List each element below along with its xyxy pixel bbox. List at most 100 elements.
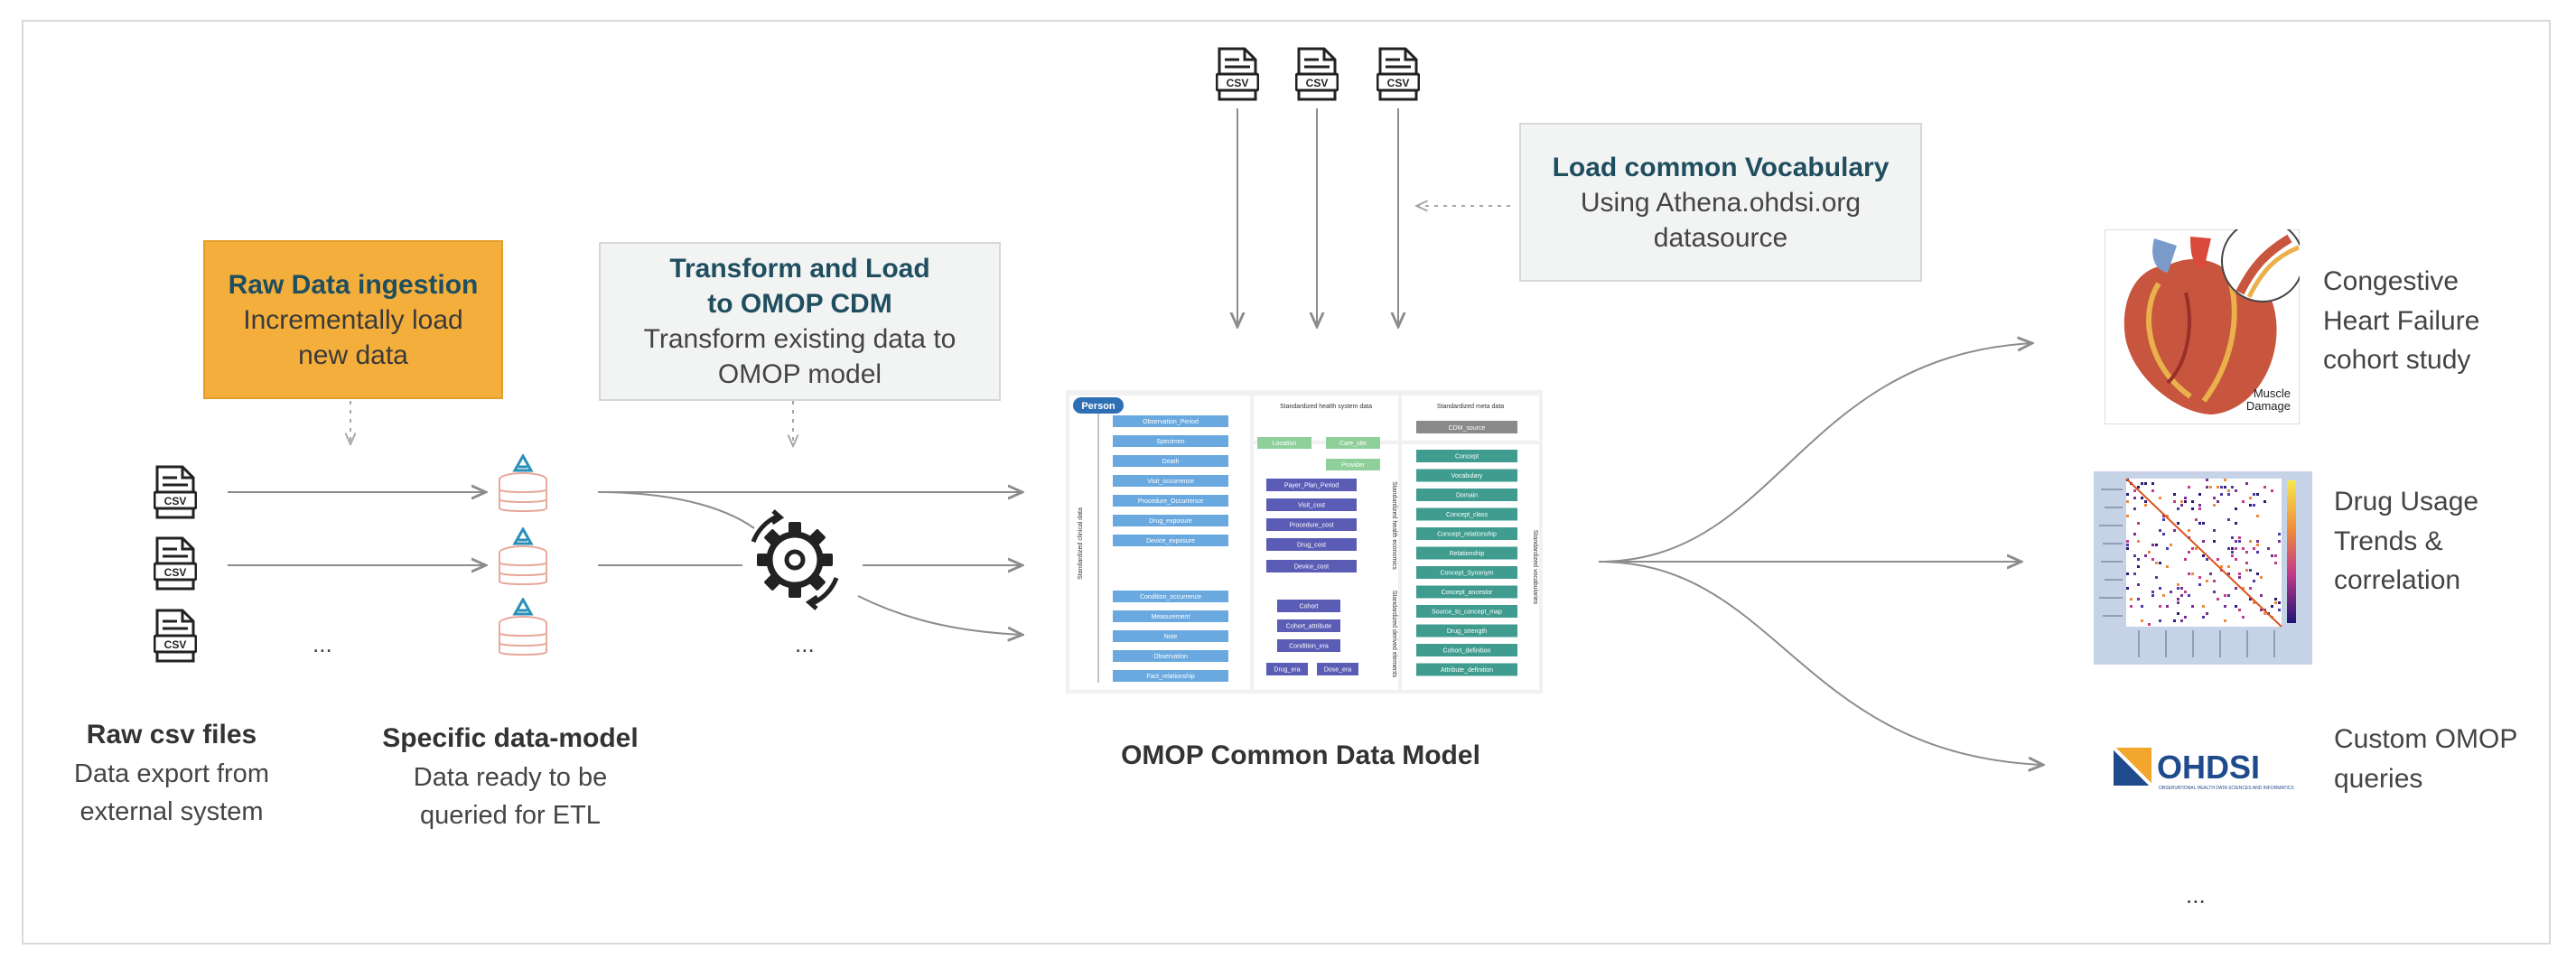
- cdm-table-label: Concept: [1455, 454, 1479, 461]
- heatmap-cell: [2263, 486, 2266, 489]
- heatmap-cell: [2260, 576, 2263, 579]
- heatmap-cell: [2151, 594, 2154, 597]
- heatmap-cell: [2231, 547, 2234, 550]
- heatmap-cell: [2245, 569, 2248, 572]
- ellipsis-transform: ...: [795, 630, 815, 657]
- heatmap-cell: [2148, 551, 2151, 554]
- heatmap-cell: [2133, 554, 2136, 557]
- heatmap-cell: [2227, 493, 2230, 496]
- cdm-table-box: [1416, 527, 1517, 540]
- cdm-table-box: [1416, 566, 1517, 579]
- heatmap-cell: [2242, 587, 2245, 590]
- heatmap-cell: [2238, 609, 2241, 611]
- heatmap-cell: [2217, 598, 2219, 600]
- custom-line1: Custom OMOP: [2334, 724, 2518, 754]
- heatmap-cell: [2180, 619, 2183, 622]
- heatmap-cell: [2202, 540, 2205, 543]
- heatmap-cell: [2177, 598, 2179, 600]
- heatmap-cell: [2188, 594, 2190, 597]
- ohdsi-logo-subtitle: OBSERVATIONAL HEALTH DATA SCIENCES AND I…: [2159, 786, 2294, 791]
- cdm-table-box: [1416, 624, 1517, 638]
- heatmap-cell: [2242, 547, 2245, 550]
- cdm-table-label: Visit_occurrence: [1147, 479, 1194, 485]
- cdm-economics-group: Payer_Plan_PeriodVisit_costProcedure_cos…: [1266, 479, 1357, 572]
- omop-cdm-title: OMOP Common Data Model: [1121, 740, 1480, 770]
- heatmap-cell: [2245, 551, 2248, 554]
- raw-data-ingestion-box: Raw Data ingestion Incrementally load ne…: [203, 240, 503, 399]
- csv-file-icon: CSV: [1216, 47, 1259, 101]
- heatmap-cell: [2159, 619, 2161, 622]
- heatmap-cell: [2227, 594, 2230, 597]
- heatmap-cell: [2202, 522, 2205, 525]
- heatmap-cell: [2231, 554, 2234, 557]
- heatmap-cell: [2235, 605, 2237, 608]
- heatmap-cell: [2213, 591, 2216, 593]
- heatmap-cell: [2180, 587, 2183, 590]
- heatmap-cell: [2263, 612, 2266, 615]
- heatmap-cell: [2231, 486, 2234, 489]
- heatmap-cell: [2184, 591, 2187, 593]
- ohdsi-logo-text: OHDSI: [2157, 749, 2260, 786]
- heatmap-cell: [2133, 533, 2136, 535]
- transform-load-box: Transform and Load to OMOP CDM Transform…: [599, 242, 1001, 401]
- heatmap-cell: [2235, 547, 2237, 550]
- heatmap-cell: [2253, 580, 2255, 582]
- heatmap-cell: [2166, 565, 2169, 568]
- specific-model-line2: queried for ETL: [420, 800, 601, 830]
- cdm-table-box: [1113, 415, 1228, 427]
- arrow-db1-to-transform: [597, 491, 755, 529]
- heatmap-cell: [2141, 497, 2143, 499]
- cdm-vocabulary-group: ConceptVocabularyDomainConcept_classConc…: [1416, 450, 1517, 676]
- heatmap-cell: [2159, 587, 2161, 590]
- arrow-cdm-to-custom: [1598, 561, 2043, 765]
- drug-usage-label: Drug Usage Trends & correlation: [2334, 482, 2478, 600]
- cdm-table-box: [1416, 585, 1517, 599]
- cdm-header-health-system: Standardized health system data: [1280, 404, 1372, 410]
- heatmap-cell: [2126, 540, 2129, 543]
- chf-line1: Congestive: [2323, 266, 2459, 296]
- raw-csv-title: Raw csv files: [86, 720, 257, 749]
- cdm-table-box: [1416, 489, 1517, 501]
- database-icon: [499, 527, 547, 585]
- raw-ingestion-title: Raw Data ingestion: [228, 269, 479, 300]
- drug-line1: Drug Usage: [2334, 487, 2479, 517]
- cdm-table-label: Location: [1273, 441, 1297, 447]
- csv-file-icon: CSV: [1377, 47, 1420, 101]
- cdm-table-box: [1416, 469, 1517, 482]
- heatmap-cell: [2137, 558, 2140, 561]
- cdm-header-economics: Standardized health economics: [1391, 481, 1397, 570]
- database-icon: [499, 598, 547, 656]
- cdm-table-label: Drug_exposure: [1149, 518, 1192, 525]
- chf-line2: Heart Failure: [2323, 305, 2480, 336]
- transform-line2: OMOP model: [717, 359, 882, 389]
- ellipsis-csv: ...: [313, 630, 332, 657]
- heatmap-cell: [2126, 493, 2129, 496]
- heatmap-cells: [2126, 479, 2281, 626]
- heatmap-cell: [2235, 489, 2237, 492]
- cdm-table-label: Care_site: [1339, 441, 1367, 447]
- heatmap-cell: [2263, 500, 2266, 503]
- heatmap-cell: [2126, 544, 2129, 546]
- cdm-table-label: Device_exposure: [1146, 538, 1195, 544]
- transform-line1: Transform existing data to: [643, 324, 957, 354]
- cdm-derived-group: CohortCohort_attributeCondition_eraDrug_…: [1266, 600, 1358, 675]
- heatmap-cell: [2256, 572, 2259, 575]
- heatmap-cell: [2162, 518, 2165, 521]
- cdm-table-box: [1113, 630, 1228, 642]
- cdm-person: Person: [1081, 401, 1115, 412]
- cdm-header-vocabularies: Standardized vocabularies: [1532, 530, 1538, 605]
- heatmap-cell: [2173, 500, 2176, 503]
- heatmap-cell: [2148, 623, 2151, 626]
- heatmap-cell: [2198, 576, 2201, 579]
- heatmap-cell: [2137, 522, 2140, 525]
- cdm-table-label: Cohort_definition: [1443, 648, 1491, 655]
- cdm-table-label: Dose_era: [1324, 667, 1351, 674]
- cdm-table-box: [1326, 437, 1380, 449]
- cdm-table-box: [1113, 591, 1228, 602]
- cdm-table-box: [1113, 455, 1228, 467]
- vocabulary-title: Load common Vocabulary: [1552, 152, 1890, 182]
- heatmap-cell: [2198, 504, 2201, 507]
- cdm-table-label: Condition_occurrence: [1140, 594, 1201, 600]
